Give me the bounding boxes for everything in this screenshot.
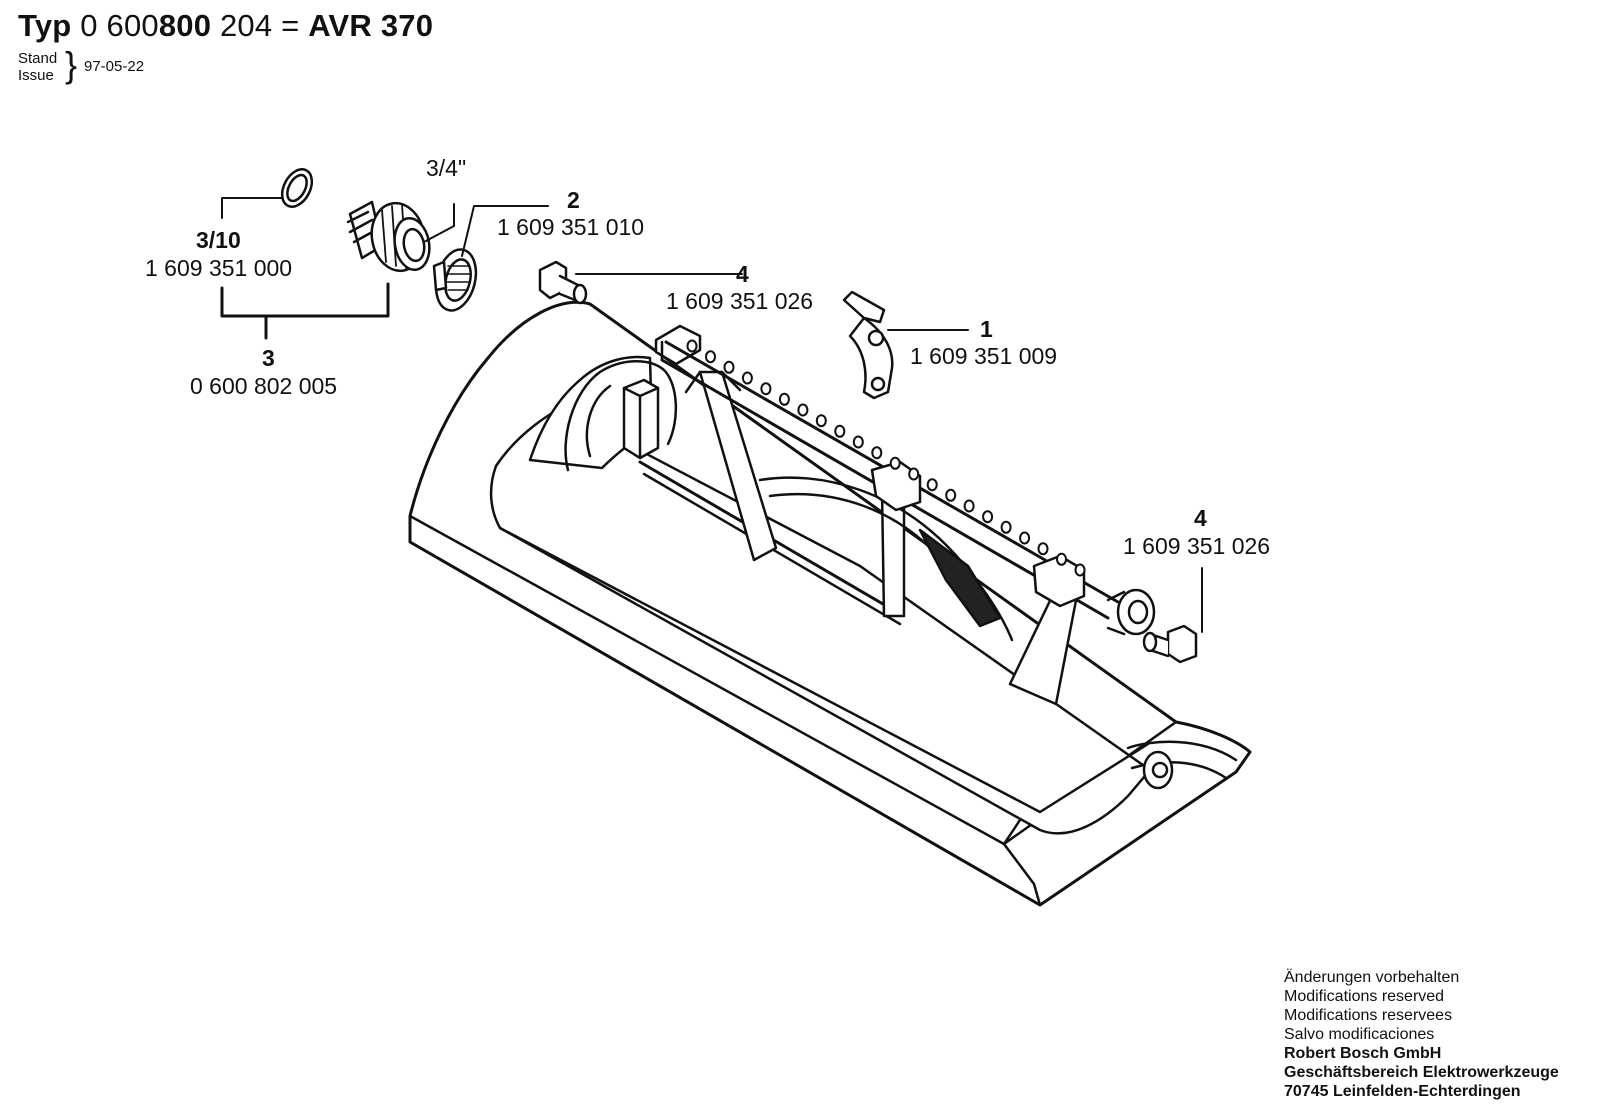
plug-top-part xyxy=(538,260,588,305)
leader-adapter-thread xyxy=(423,203,455,243)
nozzle-stud xyxy=(1056,552,1067,566)
plug-right-part xyxy=(1142,624,1198,664)
nozzle-stud xyxy=(686,339,698,353)
hose-adapter-part xyxy=(346,200,431,273)
title-part-b: 800 xyxy=(158,8,212,43)
filter-screen-part xyxy=(432,248,478,312)
nozzle-stud xyxy=(1037,542,1049,556)
brace-glyph: } xyxy=(65,44,78,85)
label-assembly-ref: 3 xyxy=(262,345,275,371)
footer-company: Robert Bosch GmbH xyxy=(1284,1045,1442,1062)
nozzle-stud xyxy=(797,403,809,417)
nozzle-stud xyxy=(815,414,827,428)
page-title: Typ 0 600800 204 = AVR 370 xyxy=(18,8,433,44)
label-assembly-part: 0 600 802 005 xyxy=(190,373,337,399)
title-part-a: 0 600 xyxy=(80,8,159,43)
issue-label-issue: Issue xyxy=(18,67,54,84)
sprinkler-base xyxy=(408,300,1252,907)
leader-filter xyxy=(461,205,549,257)
nozzle-stud xyxy=(963,499,975,513)
nozzle-stud xyxy=(1019,531,1031,545)
label-plug-top-part: 1 609 351 026 xyxy=(666,288,813,314)
label-lever-part: 1 609 351 009 xyxy=(910,343,1057,369)
issue-label-stand: Stand xyxy=(18,50,58,67)
title-model: AVR 370 xyxy=(308,8,434,43)
nozzle-stud xyxy=(852,435,864,449)
label-lever-ref: 1 xyxy=(980,316,993,342)
nozzle-stud xyxy=(982,510,994,524)
nozzle-stud xyxy=(834,424,846,438)
footer-address: 70745 Leinfelden-Echterdingen xyxy=(1284,1083,1521,1100)
title-part-c: 204 = xyxy=(219,8,300,43)
nozzle-row xyxy=(686,339,1086,577)
nozzle-stud xyxy=(723,360,735,374)
title-typ: Typ xyxy=(18,8,72,43)
nozzle-stud xyxy=(760,382,772,396)
label-filter-ref: 2 xyxy=(567,187,580,213)
nozzle-stud xyxy=(871,446,883,460)
lever-part xyxy=(842,290,894,400)
label-plug-right-ref: 4 xyxy=(1194,505,1207,531)
footer-notes: Änderungen vorbehalten Modifications res… xyxy=(1284,968,1559,1101)
label-adapter-thread: 3/4" xyxy=(426,155,466,181)
nozzle-stud xyxy=(705,350,716,364)
footer-line-de: Änderungen vorbehalten xyxy=(1284,969,1460,986)
nozzle-stud xyxy=(741,371,753,385)
nozzle-stud xyxy=(889,456,901,470)
footer-line-fr: Modifications reservees xyxy=(1284,1007,1453,1024)
label-ring-part: 1 609 351 000 xyxy=(145,255,292,281)
label-filter-part: 1 609 351 010 xyxy=(497,214,644,240)
issue-block: Stand Issue } 97-05-22 xyxy=(18,45,433,86)
nozzle-stud xyxy=(945,488,957,502)
label-ring-ref: 3/10 xyxy=(196,227,241,253)
callout-labels: 3/4" 3/10 1 609 351 000 3 0 600 802 005 … xyxy=(145,155,1270,559)
footer-line-en: Modifications reserved xyxy=(1284,988,1445,1005)
nozzle-stud xyxy=(908,467,920,481)
nozzle-stud xyxy=(926,478,938,492)
issue-labels: Stand Issue xyxy=(18,50,57,84)
footer-line-es: Salvo modificaciones xyxy=(1284,1026,1435,1043)
leader-ring xyxy=(221,197,283,219)
sealing-ring-part xyxy=(280,168,314,208)
header: Typ 0 600800 204 = AVR 370 Stand Issue }… xyxy=(18,8,433,86)
footer-division: Geschäftsbereich Elektrowerkzeuge xyxy=(1284,1064,1559,1081)
issue-date: 97-05-22 xyxy=(84,58,145,75)
leader-lines xyxy=(220,197,1203,633)
label-plug-right-part: 1 609 351 026 xyxy=(1123,533,1270,559)
label-plug-top-ref: 4 xyxy=(736,261,749,287)
nozzle-stud xyxy=(1074,563,1086,577)
nozzle-stud xyxy=(1000,520,1012,534)
nozzle-stud xyxy=(778,392,790,406)
assembly-bracket xyxy=(220,282,390,318)
